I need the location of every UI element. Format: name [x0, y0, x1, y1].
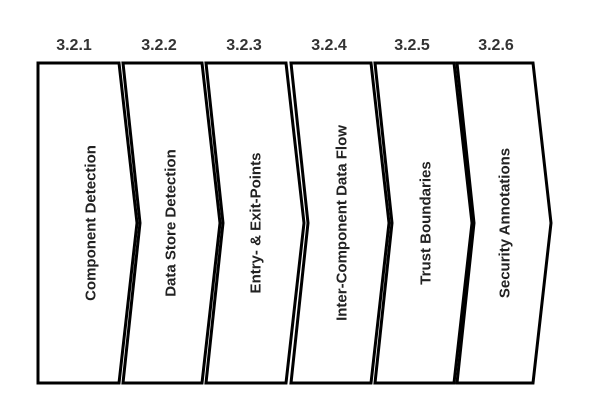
step-3-2-2: 3.2.2 Data Store Detection — [121, 37, 222, 385]
step-3-2-4: 3.2.4 Inter-Component Data Flow — [289, 37, 391, 385]
chevron-shape — [373, 61, 474, 385]
chevron-shape — [36, 61, 139, 385]
step-title: Trust Boundaries — [418, 161, 435, 284]
step-3-2-1: 3.2.1 Component Detection — [36, 37, 139, 385]
step-title: Data Store Detection — [163, 149, 180, 297]
step-3-2-6: 3.2.6 Security Annotations — [455, 37, 553, 385]
step-number: 3.2.1 — [56, 37, 92, 54]
chevron-shape — [121, 61, 222, 385]
chevron-shape — [289, 61, 391, 385]
chevron-shape — [455, 61, 553, 385]
step-number: 3.2.3 — [226, 37, 262, 54]
step-number: 3.2.2 — [141, 37, 177, 54]
step-title: Inter-Component Data Flow — [334, 125, 351, 321]
step-title: Component Detection — [83, 145, 100, 301]
step-title: Entry- & Exit-Points — [248, 153, 265, 294]
step-number: 3.2.5 — [394, 37, 430, 54]
chevron-shape — [204, 61, 306, 385]
step-title: Security Annotations — [497, 148, 514, 298]
step-number: 3.2.4 — [311, 37, 347, 54]
step-number: 3.2.6 — [478, 37, 514, 54]
step-3-2-3: 3.2.3 Entry- & Exit-Points — [204, 37, 306, 385]
step-3-2-5: 3.2.5 Trust Boundaries — [373, 37, 474, 385]
